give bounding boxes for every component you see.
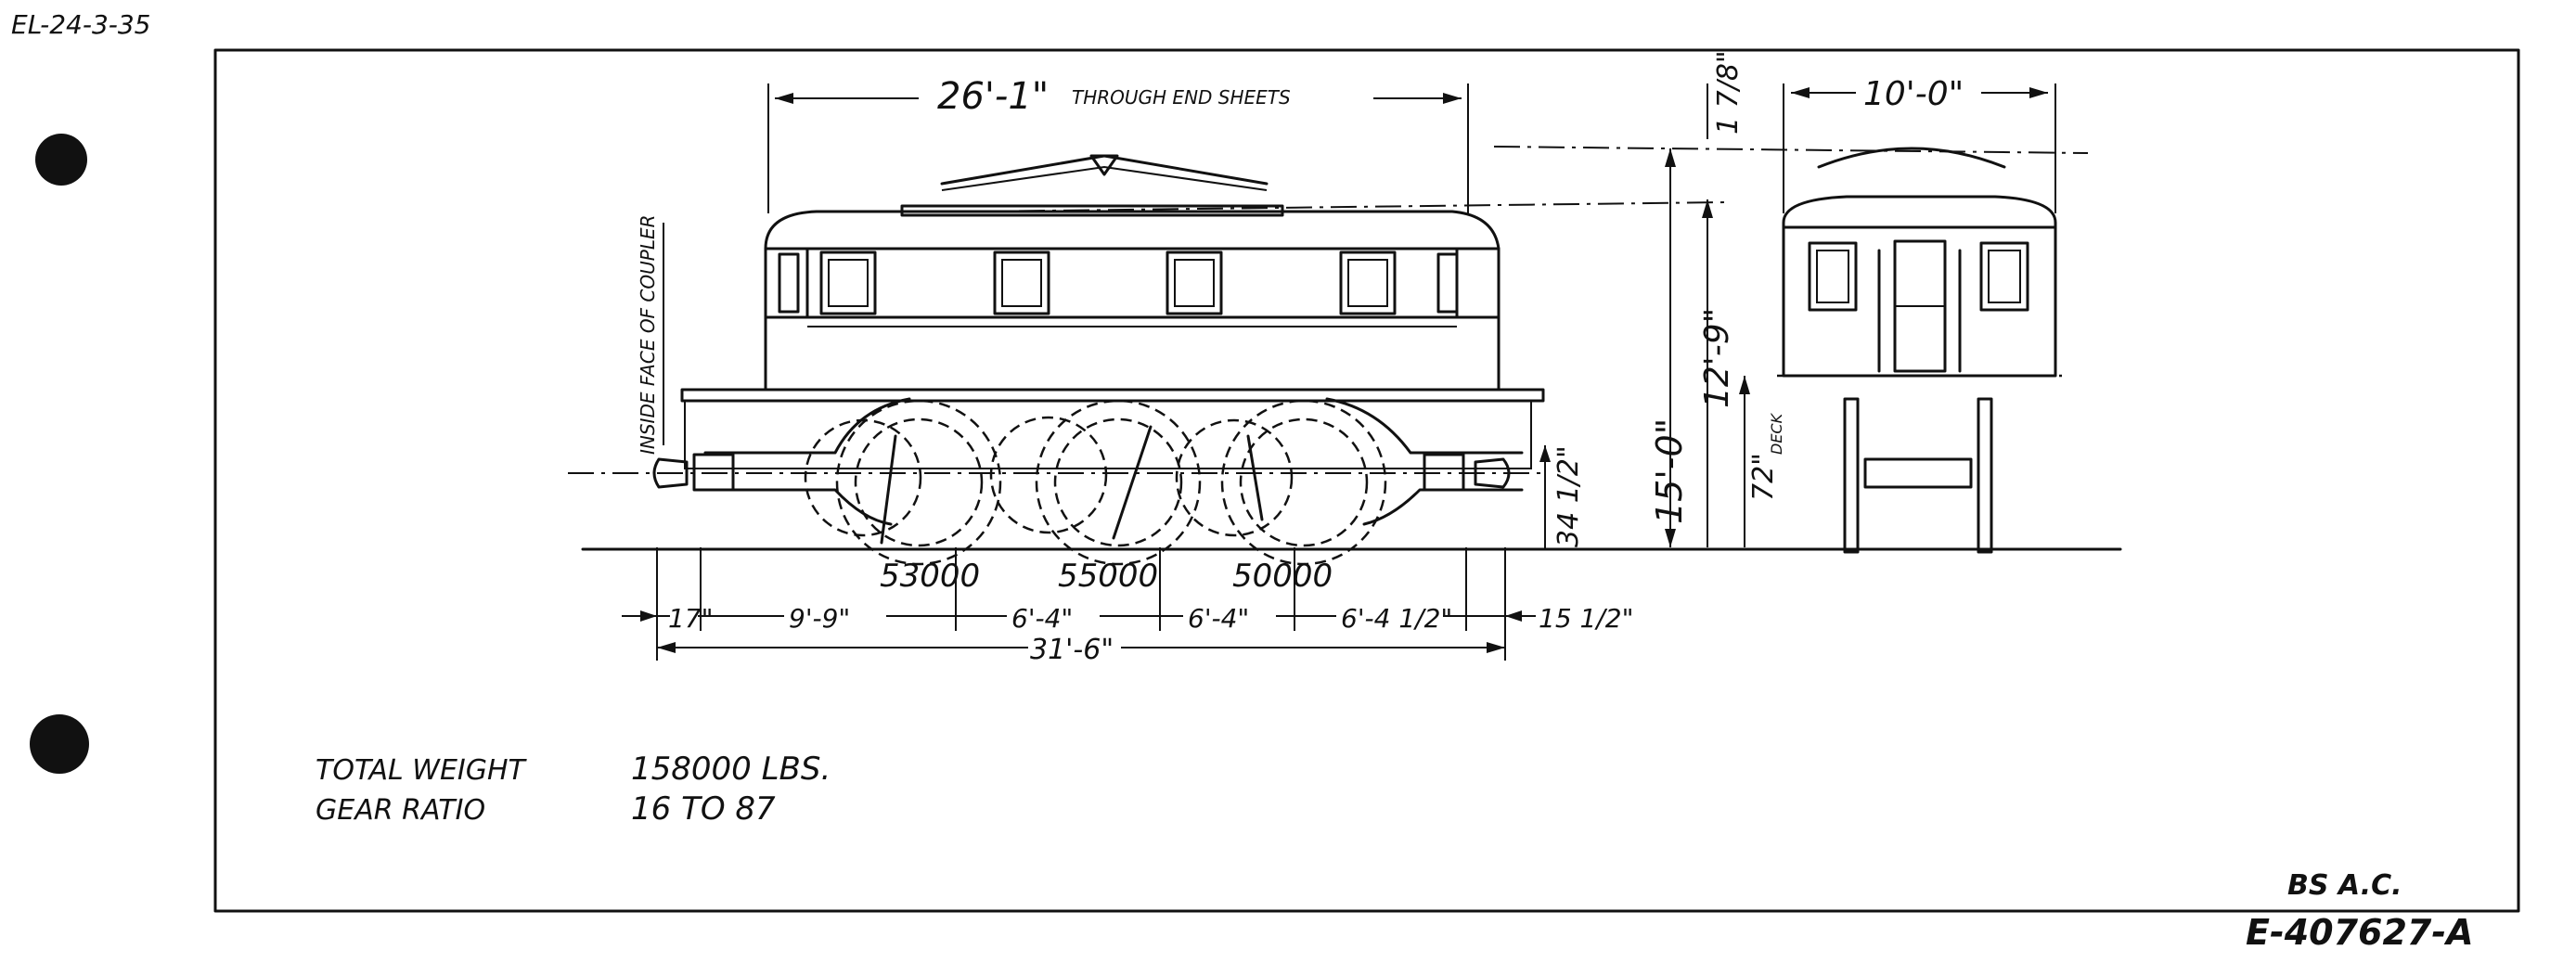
drawing-number: E-407627-A: [2246, 912, 2474, 953]
dim-height-locked-down: 15'-0": [1649, 418, 1690, 524]
dim-length-end-sheets: 26'-1": [937, 75, 1049, 118]
end-view-axle: [1863, 457, 1973, 489]
gear-ratio-value: 16 TO 87: [631, 790, 776, 828]
cab-end-window-left: [778, 252, 800, 314]
dim-overall-length: 31'-6": [1030, 634, 1114, 666]
axle-load-1: 53000: [880, 558, 980, 595]
end-view-body: [1782, 195, 2057, 378]
dim-pantograph-gap: 1 7/8": [1712, 50, 1745, 135]
coupler-note: INSIDE FACE OF COUPLER: [637, 214, 659, 455]
pantograph: [900, 154, 1284, 217]
side-elevation: INSIDE FACE OF COUPLER 26'-1" THROUGH EN…: [568, 50, 2122, 666]
dim-coupler-to-axle-right: 15 1/2": [1539, 603, 1633, 634]
end-elevation: 10'-0": [1777, 75, 2062, 554]
coupler-pocket-right: [1423, 453, 1465, 492]
dim-length-end-sheets-note: THROUGH END SHEETS: [1072, 86, 1291, 109]
total-weight-label: TOTAL WEIGHT: [316, 754, 528, 787]
dim-coupler-height: 34 1/2": [1552, 445, 1585, 547]
coupler-pocket-left: [692, 453, 735, 492]
cab-window-4: [1339, 250, 1397, 315]
drawing-initials: BS A.C.: [2287, 869, 2402, 902]
dim-width: 10'-0": [1863, 75, 1964, 113]
end-view-wheel-left: [1843, 397, 1860, 554]
dim-spacing-1: 9'-9": [789, 603, 850, 634]
drawing-ref: EL-24-3-35: [11, 9, 151, 40]
coupler-right: [1474, 457, 1511, 489]
sheet-border: [213, 48, 2520, 913]
end-view-wheel-right: [1977, 397, 1993, 554]
dim-spacing-4: 6'-4 1/2": [1341, 603, 1452, 634]
roof-projection-line: [973, 201, 1727, 212]
axle-load-2: 55000: [1058, 558, 1158, 595]
cab-window-2: [993, 250, 1050, 315]
end-view-window-left: [1808, 241, 1858, 312]
cab-window-1: [819, 250, 877, 315]
coupler-left: [652, 457, 689, 489]
dim-spacing-2: 6'-4": [1011, 603, 1073, 634]
driving-wheels: [804, 399, 1387, 566]
cab-end-window-right: [1436, 252, 1459, 314]
dim-height-roof: 12'-9": [1698, 308, 1736, 408]
wheel-3: [1220, 399, 1387, 566]
underframe: [652, 388, 1545, 526]
gear-ratio-label: GEAR RATIO: [316, 794, 485, 827]
wheel-1: [835, 399, 1002, 566]
binder-punch-hole-bottom: [30, 714, 89, 774]
axle-load-3: 50000: [1232, 558, 1333, 595]
binder-punch-hole-top: [35, 134, 87, 186]
dim-spacing-3: 6'-4": [1188, 603, 1249, 634]
height-projection-line: [1493, 146, 2089, 154]
dim-coupler-to-axle-left: 17": [668, 603, 714, 634]
pantograph-end-view: [1817, 147, 2006, 169]
dim-deck-label: DECK: [1768, 412, 1785, 455]
dim-deck-height: 72": [1747, 453, 1780, 501]
specifications: TOTAL WEIGHT 158000 LBS. GEAR RATIO 16 T…: [316, 751, 831, 828]
cab-window-3: [1166, 250, 1223, 315]
total-weight-value: 158000 LBS.: [631, 751, 831, 788]
wheel-2: [1035, 399, 1202, 566]
cab-body: [764, 210, 1501, 392]
end-view-window-right: [1979, 241, 2029, 312]
